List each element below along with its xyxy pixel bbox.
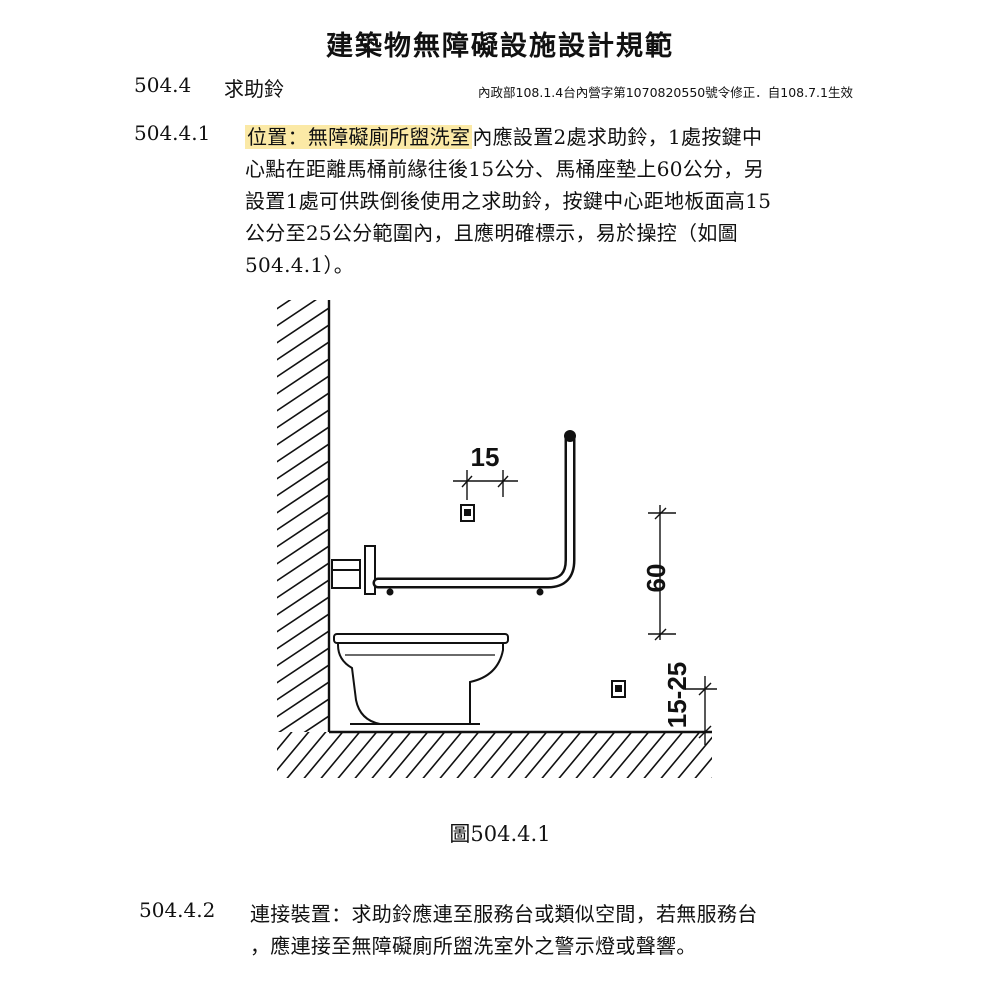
hatch-line [277, 613, 329, 650]
hatch-line [609, 732, 650, 778]
hatch-line [277, 300, 292, 310]
hatch-line [277, 460, 329, 497]
paragraph-line: 連接裝置：求助鈴應連至服務台或類似空間，若無服務台 [250, 902, 758, 926]
wall-hatch [275, 300, 335, 820]
hatch-line [743, 728, 788, 782]
dim-15-label: 15 [471, 442, 500, 472]
hatch-line [277, 579, 329, 616]
hatch-line [626, 732, 667, 778]
paragraph-line: 504.4.1）。 [245, 253, 355, 277]
hatch-line [490, 732, 531, 778]
hatch-line [726, 728, 771, 782]
hatch-line [277, 647, 329, 684]
hatch-line [320, 732, 361, 778]
call-button-upper [460, 504, 475, 522]
hatch-line [337, 732, 378, 778]
hatch-line [277, 300, 317, 327]
toilet [333, 633, 509, 725]
hatch-line [277, 358, 329, 395]
hatch-line [388, 732, 429, 778]
hatch-line [694, 756, 712, 778]
dim-60-label: 60 [641, 564, 671, 593]
hatch-line [473, 732, 514, 778]
hatch-line [277, 443, 329, 480]
hatch-line [541, 732, 582, 778]
hatch-line [277, 732, 310, 772]
paragraph-text: 內應設置2處求助鈴，1處按鍵中 [472, 125, 763, 149]
hatch-line [354, 732, 395, 778]
hatch-line [277, 732, 293, 751]
hatch-line [275, 729, 335, 769]
hatch-line [422, 732, 463, 778]
hatch-line [277, 477, 329, 514]
call-button-lower [611, 680, 626, 698]
section-number: 504.4 [134, 73, 192, 97]
hatch-line [277, 409, 329, 446]
hatch-line [303, 715, 329, 732]
hatch-line [278, 698, 329, 732]
toilet-seat [333, 633, 509, 644]
hatch-line [277, 511, 329, 548]
hatch-line [277, 324, 329, 361]
paragraph-line: ，應連接至無障礙廁所盥洗室外之警示燈或聲響。 [250, 934, 697, 958]
hatch-line [643, 732, 684, 778]
hatch-line [524, 732, 565, 778]
decree-note: 內政部108.1.4台內營字第1070820550號令修正．自108.7.1生效 [478, 85, 853, 100]
section-name: 求助鈴 [224, 77, 284, 101]
figure-caption: 圖504.4.1 [449, 822, 551, 846]
hatch-line [405, 732, 446, 778]
hatch-line [275, 780, 335, 820]
hatch-line [277, 596, 329, 633]
paragraph-line: 設置1處可供跌倒後使用之求助鈴，按鍵中心距地板面高15 [245, 189, 772, 213]
hatch-line [711, 777, 712, 778]
hatch-line [456, 732, 497, 778]
hatch-line [677, 736, 712, 778]
hatch-line [277, 375, 329, 412]
hatch-line [439, 732, 480, 778]
hatch-line [277, 392, 329, 429]
paper-holder [331, 545, 376, 595]
hatch-line [275, 763, 335, 803]
toilet-bowl [337, 639, 504, 725]
hatch-line [277, 630, 329, 667]
dimension-vertical [648, 505, 717, 745]
paragraph-line: 位置：無障礙廁所盥洗室內應設置2處求助鈴，1處按鍵中 [245, 121, 762, 150]
grab-bar-brackets [386, 430, 576, 596]
hatch-line [558, 732, 599, 778]
hatch-line [277, 341, 329, 378]
hatch-line [277, 664, 329, 701]
hatch-line [277, 681, 329, 718]
hatch-line [277, 545, 329, 582]
paragraph-number: 504.4.2 [139, 898, 216, 922]
hatch-line [286, 732, 327, 778]
paragraph-line: 心點在距離馬桶前緣往後15公分、馬桶座墊上60公分，另 [245, 157, 764, 181]
hatch-line [575, 732, 616, 778]
floor-hatch [277, 728, 788, 782]
hatch-line [592, 732, 633, 778]
hatch-line [507, 732, 548, 778]
highlighted-text: 位置：無障礙廁所盥洗室 [245, 125, 473, 149]
hatch-line [277, 528, 329, 565]
dim-15-25-label: 15-25 [662, 662, 692, 729]
hatch-line [371, 732, 412, 778]
hatch-line [277, 307, 329, 344]
paragraph-number: 504.4.1 [134, 121, 211, 145]
hatch-line [277, 426, 329, 463]
grab-bar-inner [375, 437, 573, 586]
hatch-line [277, 562, 329, 599]
document-title: 建築物無障礙設施設計規範 [326, 31, 674, 62]
paragraph-line: 公分至25公分範圍內，且應明確標示，易於操控（如圖 [245, 221, 738, 245]
dimension-15 [453, 470, 518, 500]
hatch-line [277, 494, 329, 531]
hatch-line [660, 732, 701, 778]
hatch-line [303, 732, 344, 778]
